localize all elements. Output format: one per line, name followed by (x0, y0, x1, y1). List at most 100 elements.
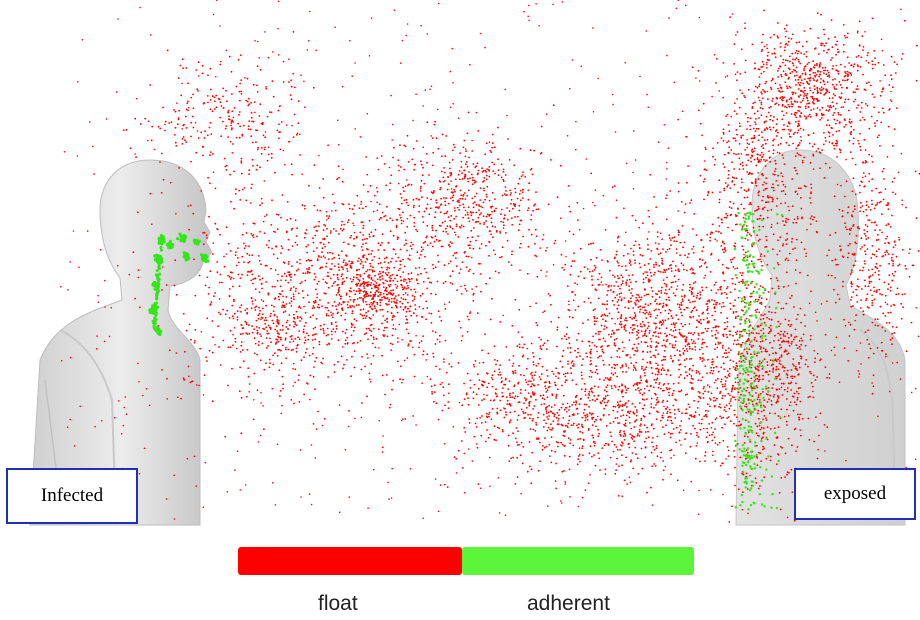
float-particle (798, 60, 800, 63)
float-particle (471, 179, 474, 182)
float-particle (337, 311, 339, 314)
float-particle (247, 261, 250, 264)
float-particle (620, 284, 623, 286)
float-particle (702, 311, 705, 314)
float-particle (819, 62, 822, 64)
float-particle (614, 386, 617, 388)
float-particle (134, 297, 137, 300)
float-particle (592, 242, 594, 245)
float-particle (237, 273, 240, 276)
float-particle (762, 147, 765, 150)
float-particle (646, 345, 649, 348)
float-particle (754, 182, 757, 185)
float-particle (835, 139, 838, 142)
float-particle (743, 196, 746, 199)
float-particle (639, 298, 642, 301)
float-particle (781, 103, 784, 106)
float-particle (305, 229, 308, 231)
float-particle (335, 305, 337, 307)
float-particle (746, 146, 748, 149)
float-particle (247, 104, 250, 107)
float-particle (510, 202, 512, 205)
float-particle (355, 304, 358, 307)
float-particle (376, 278, 379, 281)
float-particle (765, 235, 767, 238)
float-particle (791, 237, 794, 240)
float-particle (472, 227, 475, 229)
float-particle (728, 402, 731, 405)
float-particle (786, 59, 789, 62)
float-particle (733, 455, 736, 458)
float-particle (759, 318, 762, 321)
float-particle (763, 476, 766, 479)
float-particle (394, 295, 397, 297)
float-particle (193, 258, 195, 261)
float-particle (874, 57, 876, 59)
float-particle (443, 197, 445, 199)
float-particle (460, 194, 463, 197)
float-particle (692, 228, 694, 230)
float-particle (724, 375, 727, 378)
float-particle (769, 196, 771, 199)
float-particle (809, 89, 812, 92)
float-particle (773, 116, 775, 118)
float-particle (335, 327, 338, 330)
float-particle (539, 345, 542, 348)
float-particle (285, 321, 288, 324)
float-particle (685, 408, 688, 411)
float-particle (831, 57, 833, 59)
float-particle (776, 360, 778, 363)
float-particle (461, 172, 463, 175)
float-particle (593, 344, 596, 347)
float-particle (802, 129, 805, 131)
float-particle (290, 297, 293, 300)
float-particle (362, 234, 365, 236)
float-particle (590, 258, 592, 261)
float-particle (677, 118, 679, 121)
float-particle (490, 217, 493, 220)
float-particle (588, 345, 591, 347)
float-particle (844, 66, 846, 68)
float-particle (638, 296, 641, 299)
float-particle (764, 187, 767, 190)
float-particle (191, 380, 194, 383)
float-particle (613, 257, 616, 260)
float-particle (753, 286, 756, 288)
float-particle (792, 133, 795, 136)
float-particle (812, 132, 815, 135)
float-particle (510, 198, 513, 201)
float-particle (740, 178, 743, 181)
float-particle (280, 362, 283, 365)
float-particle (652, 354, 655, 357)
float-particle (214, 292, 217, 294)
float-particle (194, 340, 196, 342)
float-particle (790, 101, 793, 103)
float-particle (655, 326, 658, 328)
float-particle (801, 72, 804, 75)
float-particle (817, 53, 820, 55)
float-particle (874, 63, 877, 66)
float-particle (618, 356, 621, 359)
float-particle (256, 329, 259, 332)
float-particle (637, 332, 640, 334)
float-particle (784, 350, 786, 353)
float-particle (484, 198, 486, 201)
float-particle (840, 92, 843, 95)
float-particle (265, 362, 267, 364)
float-particle (248, 383, 251, 385)
float-particle (488, 199, 491, 202)
float-particle (616, 294, 618, 296)
float-particle (711, 433, 713, 436)
float-particle (371, 342, 374, 345)
float-particle (671, 346, 674, 349)
float-particle (737, 315, 739, 318)
float-particle (413, 296, 416, 298)
float-particle (362, 266, 364, 269)
float-particle (833, 87, 836, 90)
float-particle (332, 193, 334, 196)
float-particle (650, 367, 653, 369)
float-particle (743, 313, 745, 316)
float-particle (763, 255, 766, 257)
float-particle (406, 294, 409, 296)
float-particle (387, 271, 390, 274)
